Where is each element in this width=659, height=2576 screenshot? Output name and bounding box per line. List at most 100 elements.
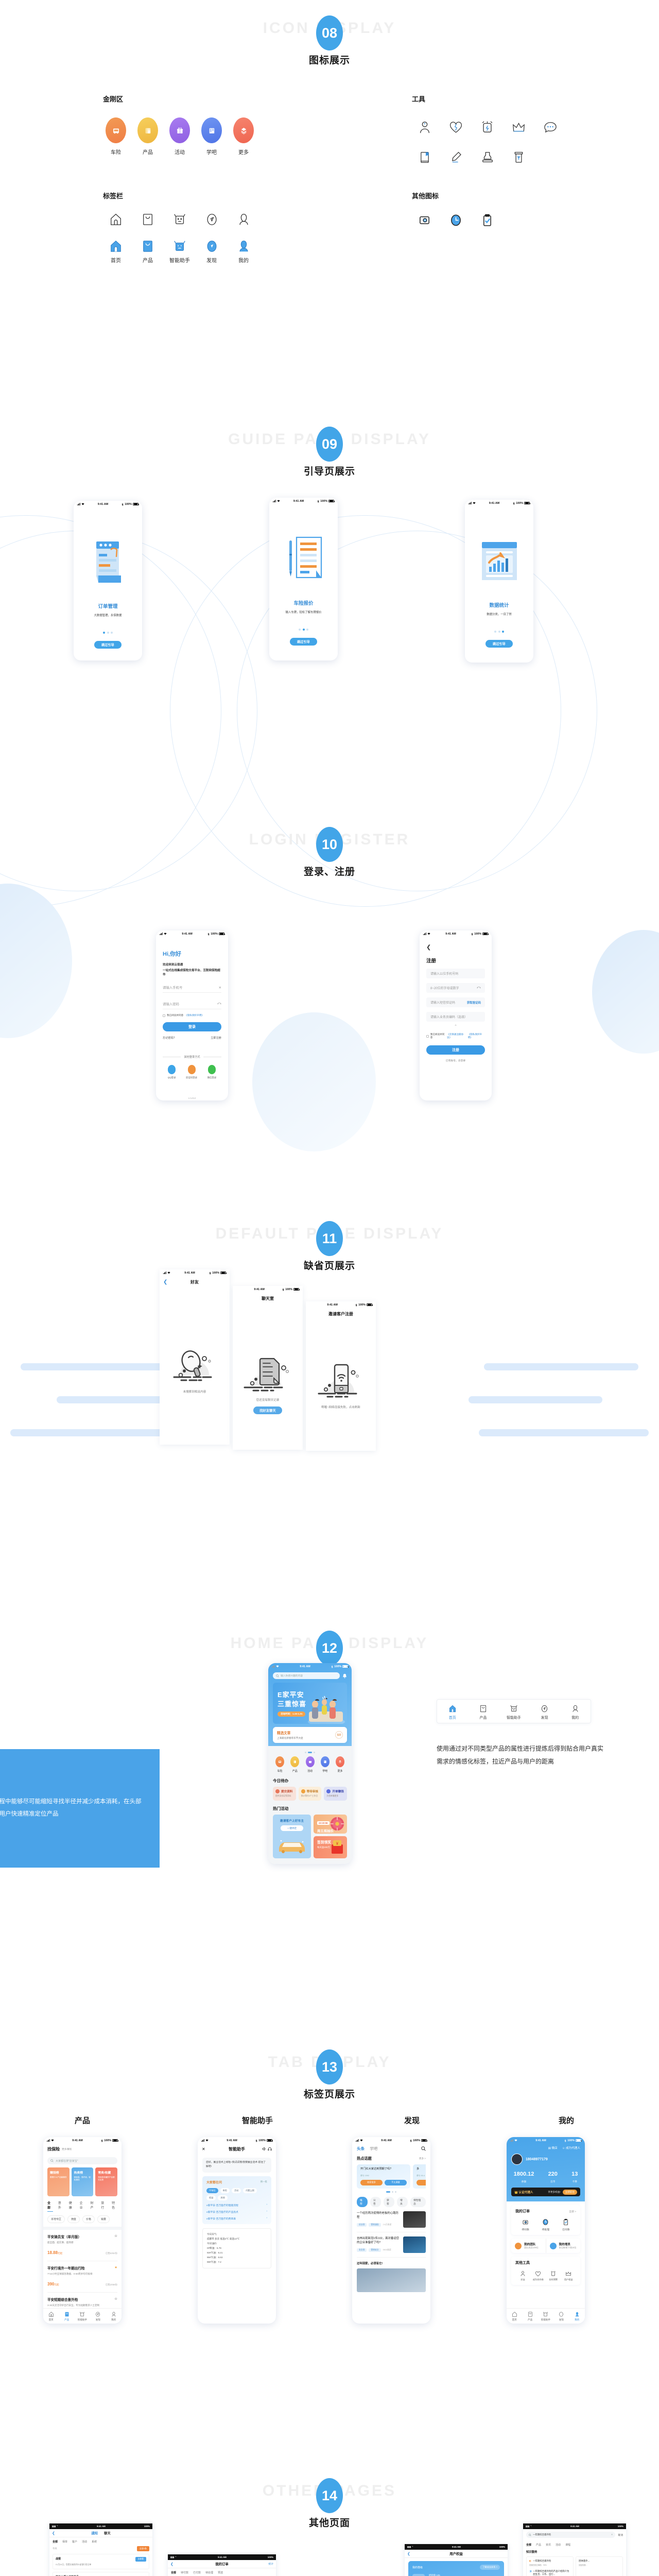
agreement-checkbox[interactable] xyxy=(163,1014,165,1017)
king-item-1[interactable]: 产品 xyxy=(132,117,164,156)
discover-topic-0[interactable]: 开门红大家达到预期了吗? 参与 1592 收获很多 不太满意 xyxy=(357,2164,410,2189)
assistant-tag-1[interactable]: 车险 xyxy=(220,2188,230,2193)
product-filter-1[interactable]: 佣金 xyxy=(67,2215,80,2223)
mine-shop-link[interactable]: ▤ 微店 xyxy=(548,2147,558,2150)
notify-chip-4[interactable]: 系统 xyxy=(92,2540,97,2544)
discover-more-link[interactable]: 更多 > xyxy=(419,2157,426,2160)
knowledge-tab-0[interactable]: 全部 xyxy=(526,2544,532,2547)
register-agreement-row[interactable]: 我已阅读并同意 《云保通注册协议》 《隐私保护声明》 xyxy=(426,1033,485,1039)
king-item-4[interactable]: 更多 xyxy=(228,117,259,156)
search-icon[interactable] xyxy=(421,2146,426,2151)
product-chip-1[interactable]: 意外 xyxy=(58,2202,61,2210)
discover-chip-1[interactable]: 公告 xyxy=(370,2196,381,2207)
product-filter-2[interactable]: 价格 xyxy=(82,2215,95,2223)
discover-chip-3[interactable]: 增员 xyxy=(397,2196,408,2207)
notify-tab-0[interactable]: 通知 xyxy=(91,2532,98,2535)
discover-article-1[interactable]: 吉林出现新冠1传102，面对春运您的企业准备好了吗? 发员保 营销软文 5515… xyxy=(357,2236,426,2258)
assistant-tag-5[interactable]: 其他 xyxy=(218,2195,228,2200)
register-phone-input[interactable]: 请输入11位手机号码 xyxy=(426,969,485,978)
knowledge-cancel-button[interactable]: 取消 xyxy=(618,2534,623,2537)
home-tabbar-item-3[interactable]: 发现 xyxy=(532,1703,557,1720)
assistant-tag-0[interactable]: 平车险 xyxy=(206,2188,218,2193)
knowledge-tab-4[interactable]: 课程 xyxy=(565,2544,571,2547)
agreement-checkbox-row[interactable]: 我已阅读并同意 《隐私保护声明》 xyxy=(163,1014,221,1017)
tabbar-discover[interactable]: 发现 xyxy=(554,2311,568,2321)
notify-item-1[interactable]: 打工人都心动的产品› 一年旧的钱，买全家百万保障? xyxy=(53,2572,149,2576)
home-tabbar-item-2[interactable]: 智能助手 xyxy=(501,1703,526,1720)
register-agreement-link-2[interactable]: 《隐私保护声明》 xyxy=(467,1033,482,1039)
product-search-input[interactable]: 大家都在搜"店家宝" xyxy=(47,2157,117,2164)
home-todo-1[interactable]: 等待审核 预计等约3个工作日 xyxy=(298,1787,322,1801)
home-tabbar-item-0[interactable]: 首页 xyxy=(440,1703,465,1720)
tabbar-icon-compass-outline[interactable] xyxy=(196,206,228,227)
skip-guide-button-0[interactable]: 跳过引导 xyxy=(94,641,122,649)
notify-badge[interactable]: 全部2条 xyxy=(136,2546,149,2551)
alarm-icon[interactable] xyxy=(472,112,503,142)
tabbar-mine[interactable]: 我的 xyxy=(107,2311,121,2321)
home-article-go-button[interactable]: GO xyxy=(335,1731,343,1739)
king-item-0[interactable]: 车险 xyxy=(100,117,132,156)
register-agreement-checkbox[interactable] xyxy=(426,1035,429,1038)
stamp-icon[interactable] xyxy=(472,142,503,172)
product-card-0[interactable]: 赚钱榜 看看什么产品最赚钱 xyxy=(47,2167,70,2196)
tabbar-assistant[interactable]: 智能助手 xyxy=(75,2311,90,2321)
product-chip-0[interactable]: 全部 xyxy=(47,2200,53,2212)
home-todo-0[interactable]: 提交资料 提供身份证等资料 xyxy=(273,1787,296,1801)
mine-order-pending-payment[interactable]: 待付款 xyxy=(522,2218,529,2231)
tabbar-home[interactable]: 首页 xyxy=(44,2311,58,2321)
assistant-question-1[interactable]: e家平安·百万医疗的产品亮点› xyxy=(206,2210,267,2214)
tabbar-mine[interactable]: 我的 xyxy=(570,2311,584,2321)
eye-icon[interactable] xyxy=(217,1002,221,1006)
privacy-link[interactable]: 《隐私保护声明》 xyxy=(185,1014,204,1016)
product-chip-6[interactable]: 特色 xyxy=(112,2202,115,2210)
discover-video-thumb[interactable] xyxy=(357,2268,426,2292)
clock-icon[interactable] xyxy=(440,205,472,235)
tabbar-home[interactable]: 首页 xyxy=(507,2311,522,2321)
sidebar-item-assistant[interactable]: 智能助手 xyxy=(164,233,196,264)
notify-view-button-0[interactable]: 去查看 xyxy=(135,2557,146,2562)
rights-system-link[interactable]: 了解成长体系 > xyxy=(480,2565,500,2570)
register-agreement-link-1[interactable]: 《云保通注册协议》 xyxy=(446,1033,464,1039)
notify-item-0[interactable]: 战报 去查看 01月24日，您提交者前四川省银行投记单 xyxy=(53,2554,149,2570)
back-icon[interactable]: ❮ xyxy=(170,2562,174,2566)
assistant-nav-actions[interactable] xyxy=(262,2147,272,2151)
mine-orders-all-link[interactable]: 全部 > xyxy=(569,2210,576,2213)
mine-order-paid[interactable]: 已付款 xyxy=(562,2218,570,2231)
mine-tool-partner[interactable]: 成为合作商 xyxy=(531,2269,545,2281)
notify-tab-1[interactable]: 聊天 xyxy=(104,2532,111,2535)
assistant-tag-3[interactable]: 问题上报 xyxy=(243,2188,257,2193)
orders-stats-link[interactable]: 统计 xyxy=(268,2563,273,2566)
product-chip-3[interactable]: 企业 xyxy=(79,2202,83,2210)
register-now-link[interactable]: 立即注册 xyxy=(211,1037,221,1040)
back-icon[interactable]: ❮ xyxy=(426,944,431,951)
password-input[interactable]: 请输入密码 xyxy=(163,999,221,1009)
tabbar-product[interactable]: 产品 xyxy=(60,2311,74,2321)
mine-team-entry[interactable]: 我的团队团队成员108位 xyxy=(511,2239,546,2253)
discover-article-0[interactable]: 一个经历两次疫情的老板的心路历程 创业保 营销漫画 2.6万阅读 xyxy=(357,2211,426,2232)
assistant-tag-4[interactable]: 权益 xyxy=(206,2195,216,2200)
skip-guide-button-1[interactable]: 跳过引导 xyxy=(290,638,317,646)
home-search-input[interactable]: 输入你感兴趣的内容 xyxy=(273,1672,340,1679)
orders-tab-0[interactable]: 全部 xyxy=(171,2571,177,2574)
home-king-2[interactable]: 活动 xyxy=(303,1756,317,1773)
tabbar-icon-user-outline[interactable] xyxy=(228,206,259,227)
broken-heart-icon[interactable] xyxy=(440,112,472,142)
mine-tool-alarm[interactable]: 实时预警 xyxy=(547,2269,560,2281)
home-todo-2[interactable]: 开单赚钱 开首单赚更多 xyxy=(324,1787,348,1801)
orders-tab-2[interactable]: 已付款 xyxy=(193,2571,201,2574)
notify-chip-0[interactable]: 全部 xyxy=(53,2540,58,2544)
wechat-login-button[interactable]: 微信登录 xyxy=(207,1065,216,1079)
assistant-question-0[interactable]: e家平安·百万医疗的理赔流程› xyxy=(206,2203,267,2207)
mine-agent-link[interactable]: ☺ 成为代理人 xyxy=(562,2147,580,2150)
book-mark-icon[interactable] xyxy=(409,142,440,172)
mine-recruit-entry[interactable]: 我的增员本月新增下线16位 xyxy=(545,2239,581,2253)
coupon-icon[interactable] xyxy=(503,142,534,172)
speech-bubble-icon[interactable] xyxy=(534,112,566,142)
register-button[interactable]: 注册 xyxy=(426,1045,485,1055)
clear-icon[interactable]: ✕ xyxy=(611,2533,613,2536)
home-article-card[interactable]: 精选文章 上海家化新春年华节大促 GO xyxy=(273,1727,347,1743)
notify-chip-2[interactable]: 客户 xyxy=(72,2540,78,2544)
person-icon[interactable] xyxy=(409,112,440,142)
tabbar-icon-home-outline[interactable] xyxy=(100,206,132,227)
